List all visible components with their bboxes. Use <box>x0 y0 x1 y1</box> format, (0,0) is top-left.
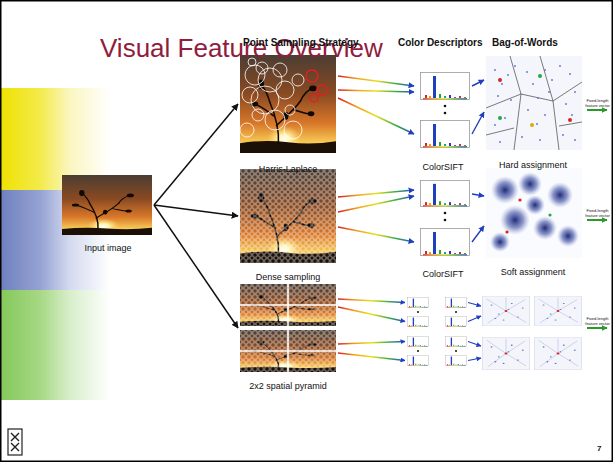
spatial-pyramid-photos <box>240 284 336 372</box>
image-panel: Dense sampling <box>238 167 338 284</box>
arrow-line <box>472 80 484 86</box>
arrow-line <box>338 76 414 86</box>
bow-panel: Soft assignment <box>484 166 582 279</box>
column-heading: Color Descriptors <box>398 37 482 49</box>
input-photo <box>62 175 152 235</box>
university-logo <box>8 429 22 455</box>
arrow-line <box>472 226 484 242</box>
panel-caption: 2x2 spatial pyramid <box>249 381 327 392</box>
column-heading: Bag-of-Words <box>492 37 558 49</box>
arrow-line <box>154 205 238 328</box>
panel-caption: Hard assignment <box>499 160 567 171</box>
flow-arrow <box>472 194 484 242</box>
panel-caption: Dense sampling <box>256 272 321 283</box>
arrow-line <box>338 90 414 92</box>
flow-arrow <box>472 80 484 134</box>
flow-arrow <box>154 205 238 216</box>
arrow-line <box>338 227 414 242</box>
dense-sampling-photo <box>240 169 336 263</box>
flow-arrow <box>338 190 414 242</box>
feature-vector-note: Fixed-length feature vector <box>584 209 611 218</box>
arrow-line <box>154 104 238 205</box>
harris-laplace-photo <box>240 55 336 153</box>
pyramid-histograms <box>338 297 481 366</box>
image-panel: 2x2 spatial pyramid <box>238 282 338 393</box>
descriptor-panel: ColorSIFT <box>414 70 472 174</box>
feature-vector-arrows <box>587 110 607 328</box>
arrow-line <box>472 112 484 134</box>
flow-arrow <box>154 205 238 328</box>
flow-arrow <box>154 104 238 205</box>
arrow-line <box>338 190 414 197</box>
descriptor-panel: ColorSIFT <box>414 176 472 281</box>
arrow-line <box>154 205 238 216</box>
accent-band <box>0 88 110 190</box>
image-panel: Input image <box>62 174 154 255</box>
flow-arrow <box>338 76 414 134</box>
panel-caption: Harris-Laplace <box>259 164 318 175</box>
panel-caption: ColorSIFT <box>422 269 463 280</box>
image-panel: Harris-Laplace <box>238 54 338 176</box>
color-histograms <box>421 73 470 256</box>
panel-caption: ColorSIFT <box>422 162 463 173</box>
panel-caption: Input image <box>84 243 131 254</box>
pyramid-bag-of-words <box>482 296 582 370</box>
feature-vector-note: Fixed-length feature vector <box>584 99 611 108</box>
panel-caption: Soft assignment <box>501 267 566 278</box>
arrow-line <box>472 194 484 196</box>
bow-panel: Hard assignment <box>484 54 582 172</box>
hard-assignment-plot <box>486 56 582 150</box>
accent-band <box>0 290 110 400</box>
arrow-line <box>338 196 414 212</box>
arrow-line <box>338 98 414 134</box>
soft-assignment-plot <box>486 168 582 258</box>
page-number: 7 <box>597 444 601 454</box>
column-heading: Point Sampling Strategy <box>243 37 359 49</box>
feature-vector-note: Fixed-length feature vector <box>584 317 611 326</box>
